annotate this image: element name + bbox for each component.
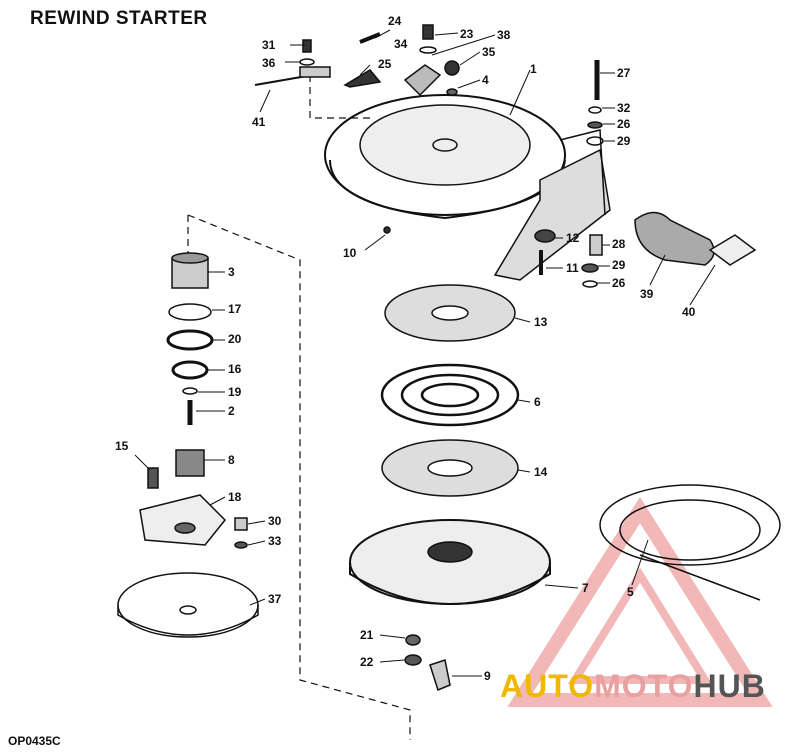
- callout-25: 25: [378, 57, 392, 71]
- handle-parts: [383, 211, 757, 288]
- callout-10: 10: [343, 246, 357, 260]
- callout-19: 19: [228, 385, 242, 399]
- logo-auto: AUTO: [500, 668, 595, 704]
- callout-23: 23: [460, 27, 474, 41]
- assembly-guide-lines: [187, 75, 411, 740]
- callout-28: 28: [612, 237, 626, 251]
- callout-15: 15: [115, 439, 129, 453]
- callout-8: 8: [228, 453, 235, 467]
- callout-29: 29: [617, 134, 631, 148]
- starter-housing: [324, 94, 611, 281]
- callout-18: 18: [228, 490, 242, 504]
- callout-5: 5: [627, 585, 634, 599]
- callout-22: 22: [360, 655, 374, 669]
- callout-39: 39: [640, 287, 654, 301]
- callout-2: 2: [228, 404, 235, 418]
- callout-29b: 29: [612, 258, 626, 272]
- callout-12: 12: [566, 231, 580, 245]
- callout-6: 6: [534, 395, 541, 409]
- callout-20: 20: [228, 332, 242, 346]
- callout-7: 7: [582, 581, 589, 595]
- watermark-logo: AUTOMOTOHUB: [500, 668, 766, 705]
- callout-4: 4: [482, 73, 489, 87]
- callout-24: 24: [388, 14, 402, 28]
- callout-16: 16: [228, 362, 242, 376]
- callout-1: 1: [530, 62, 537, 76]
- callout-38: 38: [497, 28, 511, 42]
- top-small-parts: [254, 24, 604, 146]
- left-parts-stack: [117, 252, 259, 638]
- logo-hub: HUB: [693, 668, 766, 704]
- callout-40: 40: [682, 305, 696, 319]
- logo-moto: MOTO: [594, 668, 694, 704]
- pulley: [349, 519, 551, 692]
- starter-rope: [599, 484, 781, 601]
- callout-9: 9: [484, 669, 491, 683]
- callout-33: 33: [268, 534, 282, 548]
- callout-21: 21: [360, 628, 374, 642]
- callout-35: 35: [482, 45, 496, 59]
- callout-13: 13: [534, 315, 548, 329]
- callout-41: 41: [252, 115, 266, 129]
- callout-27: 27: [617, 66, 631, 80]
- callout-11: 11: [566, 261, 579, 275]
- callout-3: 3: [228, 265, 235, 279]
- callout-37: 37: [268, 592, 282, 606]
- callout-26: 26: [617, 117, 631, 131]
- callout-31: 31: [262, 38, 276, 52]
- figure-code: OP0435C: [8, 734, 61, 748]
- leader-lines: [134, 29, 716, 677]
- center-parts-stack: [380, 284, 520, 497]
- callout-14: 14: [534, 465, 548, 479]
- watermark-triangle: [507, 496, 773, 707]
- diagram-title: REWIND STARTER: [30, 8, 208, 29]
- callout-36: 36: [262, 56, 276, 70]
- callout-30: 30: [268, 514, 282, 528]
- callout-32: 32: [617, 101, 631, 115]
- callout-26b: 26: [612, 276, 626, 290]
- callout-34: 34: [394, 37, 408, 51]
- callout-17: 17: [228, 302, 242, 316]
